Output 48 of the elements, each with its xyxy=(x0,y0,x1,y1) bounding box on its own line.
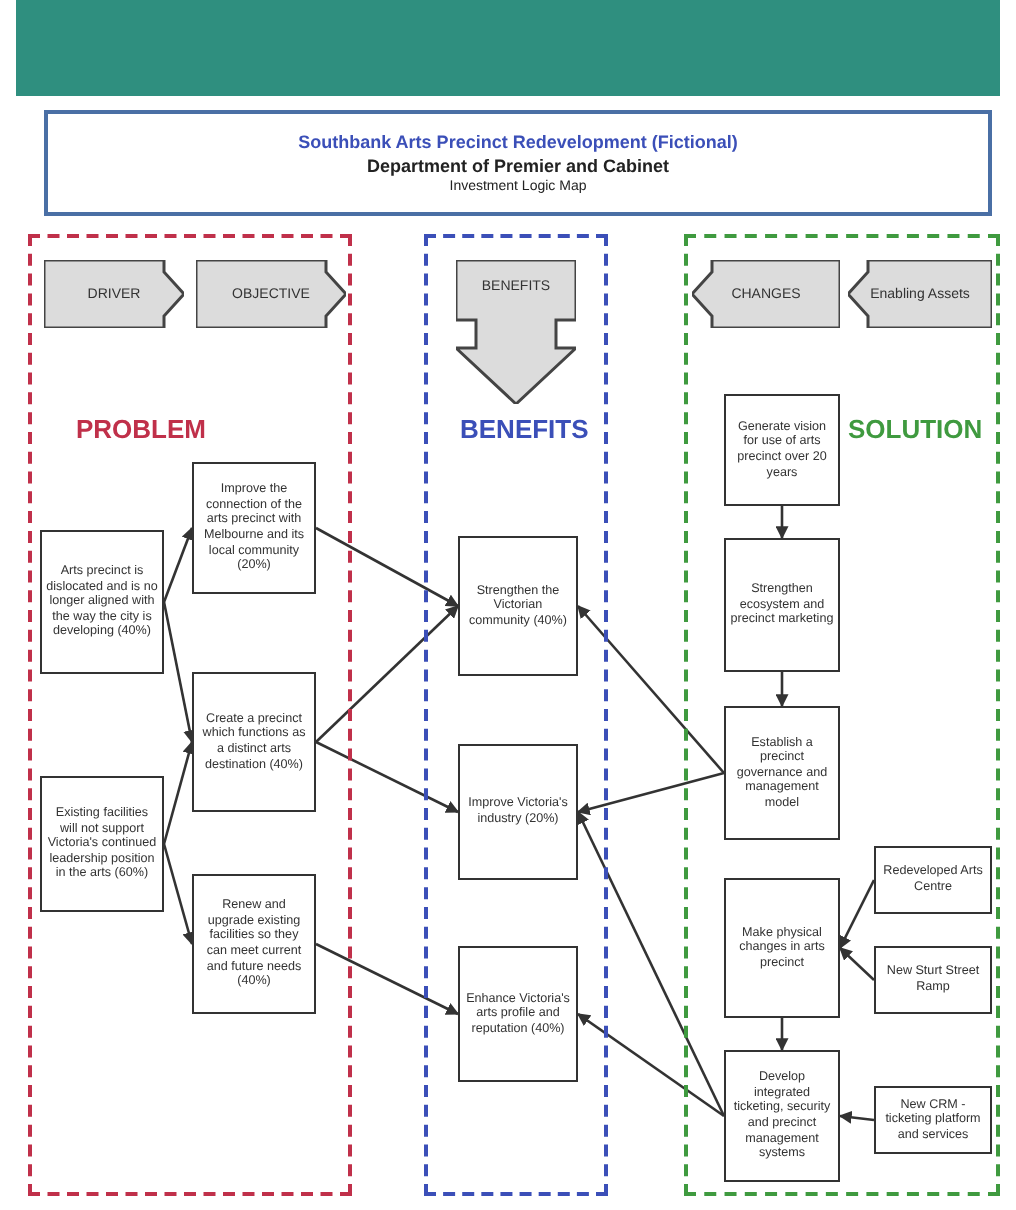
arrow xyxy=(775,672,789,708)
arrow xyxy=(315,740,460,814)
process-box xyxy=(874,1086,992,1154)
process-box xyxy=(458,946,578,1082)
dashed-section-frame xyxy=(28,234,352,1196)
subtitle: Department of Premier and Cabinet xyxy=(366,153,670,178)
arrow xyxy=(839,947,875,981)
process-box xyxy=(724,878,840,1018)
process-box xyxy=(192,672,316,812)
process-box xyxy=(40,776,164,912)
arrow xyxy=(315,942,460,1016)
arrow xyxy=(838,1110,875,1124)
section-heading: PROBLEM xyxy=(76,414,206,444)
section-heading: BENEFITS xyxy=(460,414,589,444)
header-tab xyxy=(196,260,346,328)
arrow xyxy=(315,526,460,608)
arrow xyxy=(576,1012,725,1118)
header-tab xyxy=(692,260,840,328)
arrow xyxy=(162,740,196,845)
title-panel xyxy=(44,110,992,216)
process-box xyxy=(192,874,316,1014)
process-box xyxy=(724,1050,840,1182)
arrow xyxy=(577,605,725,774)
arrow xyxy=(576,771,725,816)
arrow xyxy=(162,843,196,946)
process-box xyxy=(874,946,992,1014)
header-tab xyxy=(848,260,992,328)
title: Southbank Arts Precinct Redevelopment (Fictional) xyxy=(298,129,738,154)
arrow xyxy=(775,506,789,540)
arrow xyxy=(775,1018,789,1052)
arrow xyxy=(162,601,197,744)
arrow xyxy=(315,605,459,743)
process-box xyxy=(724,538,840,672)
dashed-section-frame xyxy=(684,234,1000,1196)
dashed-section-frame xyxy=(424,234,608,1196)
process-box xyxy=(458,536,578,676)
process-box xyxy=(724,394,840,506)
arrow xyxy=(838,879,876,950)
header-tab xyxy=(44,260,184,328)
arrow xyxy=(162,526,194,603)
header-tab xyxy=(456,260,576,404)
process-box xyxy=(724,706,840,840)
process-box xyxy=(458,744,578,880)
section-heading: SOLUTION xyxy=(848,414,983,444)
arrow xyxy=(576,810,726,1117)
process-box xyxy=(192,462,316,594)
process-box xyxy=(40,530,164,674)
process-box xyxy=(874,846,992,914)
